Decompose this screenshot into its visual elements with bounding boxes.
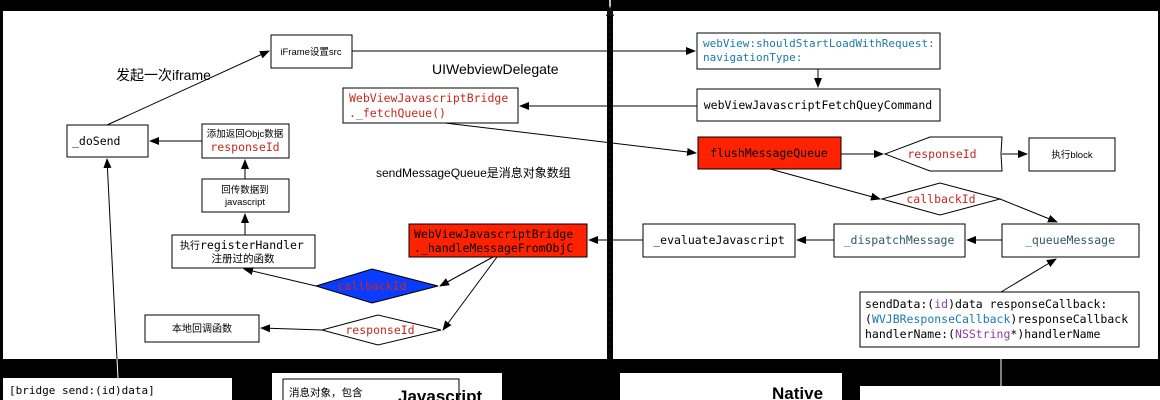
arrow-do-send-to-iframe bbox=[106, 50, 270, 126]
dispatch-label: _dispatchMessage bbox=[844, 233, 955, 247]
label-queue-note: sendMessageQueue是消息对象数组 bbox=[376, 165, 571, 180]
fetch-queue-box bbox=[342, 87, 519, 124]
arrow-handle-to-callback-blue bbox=[439, 256, 494, 287]
arrow-response-bottom-to-local-callback bbox=[260, 324, 323, 333]
arrow-flush-to-callback-id bbox=[769, 168, 881, 201]
do-send-label: _doSend bbox=[72, 134, 120, 148]
send-data-box bbox=[859, 291, 1140, 348]
handle-message-label-2: ._handleMessageFromObjC bbox=[414, 241, 573, 255]
callback-id-diamond-blue bbox=[314, 268, 439, 304]
send-data-l2b: WVJBResponseCallback bbox=[872, 312, 1011, 326]
response-id-bottom-label: responseId bbox=[345, 323, 414, 337]
arrow-callback-blue-to-register bbox=[243, 267, 317, 287]
native-bottom-panel bbox=[620, 373, 842, 400]
add-return-data-box bbox=[201, 123, 290, 159]
queue-message-label: _queueMessage bbox=[1025, 233, 1115, 247]
add-return-label-1: 添加返回Objc数据 bbox=[207, 128, 284, 140]
message-object-box bbox=[282, 378, 460, 400]
response-id-diamond-bottom bbox=[320, 314, 442, 346]
iframe-src-label: iFrame设置src bbox=[280, 47, 341, 58]
send-data-line-1: sendData:(id)data responseCallback: bbox=[865, 297, 1107, 311]
register-label-prefix: 执行 bbox=[180, 239, 200, 252]
send-data-l1c: )data responseCallback: bbox=[948, 297, 1107, 311]
local-callback-box bbox=[144, 314, 260, 343]
send-data-l2c: )responseCallback bbox=[1010, 312, 1128, 326]
send-data-l3a: handlerName:( bbox=[865, 327, 955, 341]
pass-back-label-1: 回传数据到 bbox=[221, 184, 269, 196]
arrow-handle-to-response-bottom bbox=[442, 256, 498, 331]
local-callback-label: 本地回调函数 bbox=[172, 322, 232, 335]
handle-message-label-1: WebViewJavascriptBridge bbox=[414, 227, 573, 241]
iframe-src-box bbox=[270, 34, 353, 69]
should-start-label-2: navigationType: bbox=[703, 51, 802, 64]
send-line-lower bbox=[116, 358, 119, 379]
pass-back-label-2: javascript bbox=[224, 197, 265, 208]
fetch-command-box bbox=[696, 88, 941, 122]
send-data-line-3: handlerName:(NSString*)handlerName bbox=[865, 327, 1100, 341]
bridge-send-text: [bridge send:(id)data] bbox=[9, 384, 155, 397]
arrow-bridge-send-to-do-send bbox=[103, 158, 118, 361]
queue-message-box bbox=[1001, 223, 1140, 258]
dispatch-message-box bbox=[833, 223, 966, 258]
fetch-queue-label-1: WebViewJavascriptBridge bbox=[349, 91, 508, 105]
exec-block-box bbox=[1028, 137, 1116, 172]
label-delegate: UIWebviewDelegate bbox=[432, 61, 559, 77]
bridge-send-panel bbox=[3, 378, 232, 400]
should-start-label-1: webView:shouldStartLoadWithRequest: bbox=[703, 37, 935, 50]
fetch-queue-label-2: ._fetchQueue() bbox=[349, 106, 446, 120]
arrow-callback-id-to-queue-message bbox=[999, 198, 1058, 223]
javascript-panel bbox=[3, 11, 607, 359]
register-label-1: 执行registerHandler bbox=[180, 238, 304, 252]
send-data-l3c: *)handlerName bbox=[1010, 327, 1100, 341]
send-data-l1a: sendData:( bbox=[865, 297, 934, 311]
javascript-title: Javascript bbox=[398, 387, 482, 400]
right-bottom-panel bbox=[860, 386, 1160, 400]
evaluate-js-label: _evaluateJavascript bbox=[653, 233, 785, 247]
arrow-fetch-queue-to-flush bbox=[444, 122, 697, 156]
register-label-2: 注册过的函数 bbox=[212, 252, 275, 265]
flush-label: flushMessageQueue bbox=[710, 146, 828, 160]
add-return-label-2: responseId bbox=[210, 140, 279, 154]
arrow-send-data-to-queue-message bbox=[1000, 258, 1057, 293]
exec-block-label: 执行block bbox=[1051, 149, 1092, 161]
response-id-diamond-top bbox=[883, 136, 1003, 172]
label-top-action: 发起一次iframe bbox=[116, 67, 211, 83]
message-object-text: 消息对象，包含 bbox=[289, 386, 363, 399]
pass-back-data-box bbox=[201, 178, 290, 213]
send-data-line-2: (WVJBResponseCallback)responseCallback bbox=[865, 312, 1128, 326]
native-title: Native bbox=[772, 384, 823, 400]
send-data-l1b: id bbox=[934, 297, 948, 311]
fetch-command-label: webViewJavascriptFetchQueyCommand bbox=[704, 98, 932, 112]
response-id-top-label: responseId bbox=[907, 147, 976, 161]
send-data-l3b: NSString bbox=[955, 327, 1010, 341]
callback-id-blue-label: callbackId bbox=[337, 279, 406, 293]
divider-up-arrow bbox=[606, 6, 614, 16]
flush-message-queue-box bbox=[697, 136, 842, 170]
handle-message-box bbox=[408, 223, 588, 258]
evaluate-javascript-box bbox=[642, 223, 796, 258]
send-data-l2a: ( bbox=[865, 312, 872, 326]
callback-id-mid-label: callbackId bbox=[906, 192, 975, 206]
register-label-code: registerHandler bbox=[200, 238, 304, 252]
